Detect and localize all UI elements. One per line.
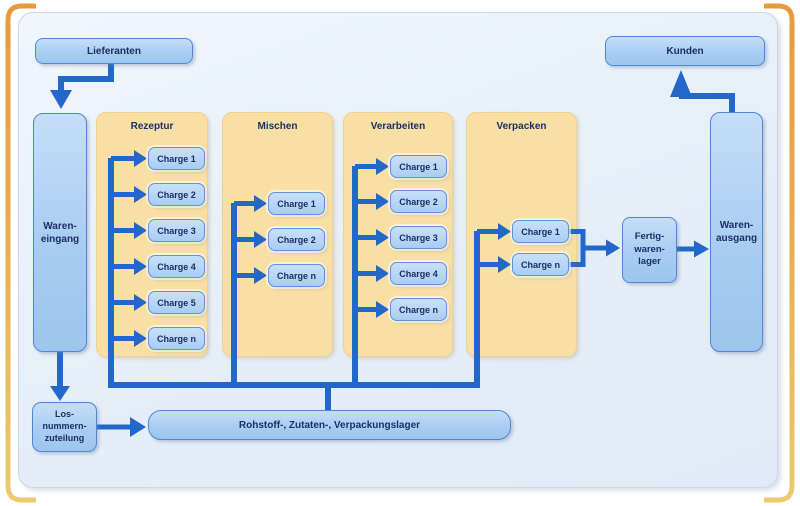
connector-feeds-mischen xyxy=(234,195,267,284)
charge-box: Charge n xyxy=(390,298,447,321)
charge-box: Charge 1 xyxy=(268,192,325,215)
connector-losnummern-rohstofflager xyxy=(97,417,146,437)
charge-box: Charge n xyxy=(512,253,569,276)
losnummernzuteilung-label: zuteilung xyxy=(44,432,85,443)
column-title-rezeptur: Rezeptur xyxy=(130,121,174,132)
losnummernzuteilung-label: nummern- xyxy=(42,421,87,432)
charge-box: Charge 1 xyxy=(390,155,447,178)
frame-bracket-left xyxy=(5,3,36,503)
charge-box: Charge 5 xyxy=(148,291,205,314)
connector-wareneingang-losnummern xyxy=(50,352,70,401)
rohstofflager-node: Rohstoff-, Zutaten-, Verpackungslager xyxy=(148,410,511,440)
connector-warenausgang-kunden xyxy=(670,70,735,112)
connector-verpacken-fertigwarenlager xyxy=(569,229,620,267)
rohstofflager-label: Rohstoff-, Zutaten-, Verpackungslager xyxy=(238,419,421,431)
warenausgang-label: Waren- xyxy=(719,220,754,231)
connector-fertigwarenlager-warenausgang xyxy=(677,240,709,258)
kunden-label: Kunden xyxy=(666,45,704,57)
frame-bracket-right xyxy=(764,3,795,503)
charge-box: Charge 3 xyxy=(390,226,447,249)
wareneingang-label: Waren- xyxy=(43,220,77,232)
wareneingang-node: Waren- eingang xyxy=(33,113,87,352)
column-title-verpacken: Verpacken xyxy=(496,121,547,132)
lieferanten-node: Lieferanten xyxy=(35,38,193,64)
charge-box: Charge n xyxy=(268,264,325,287)
charge-box: Charge 4 xyxy=(148,255,205,278)
column-title-mischen: Mischen xyxy=(257,121,298,132)
fertigwarenlager-node: Fertig- waren- lager xyxy=(622,217,677,283)
charge-box: Charge 2 xyxy=(268,228,325,251)
warenausgang-node: Waren- ausgang xyxy=(710,112,763,352)
charge-box: Charge 4 xyxy=(390,262,447,285)
fertigwarenlager-label: Fertig- xyxy=(634,231,665,243)
charge-box: Charge 1 xyxy=(148,147,205,170)
charge-box: Charge 2 xyxy=(390,190,447,213)
charge-box: Charge 3 xyxy=(148,219,205,242)
connector-feeds-verarbeiten xyxy=(355,158,389,318)
connector-lieferanten-wareneingang xyxy=(50,64,114,109)
connector-feeds-rezeptur xyxy=(111,150,147,347)
losnummernzuteilung-node: Los- nummern- zuteilung xyxy=(32,402,97,452)
charge-box: Charge 1 xyxy=(512,220,569,243)
connector-feeds-verpacken xyxy=(477,223,511,273)
lieferanten-label: Lieferanten xyxy=(87,45,141,57)
column-title-verarbeiten: Verarbeiten xyxy=(370,121,426,132)
charge-box: Charge n xyxy=(148,327,205,350)
fertigwarenlager-label: lager xyxy=(638,256,661,268)
charge-box: Charge 2 xyxy=(148,183,205,206)
losnummernzuteilung-label: Los- xyxy=(55,409,74,420)
kunden-node: Kunden xyxy=(605,36,765,66)
wareneingang-label: eingang xyxy=(40,233,80,245)
warenausgang-label: ausgang xyxy=(715,233,758,244)
fertigwarenlager-label: waren- xyxy=(634,243,665,255)
